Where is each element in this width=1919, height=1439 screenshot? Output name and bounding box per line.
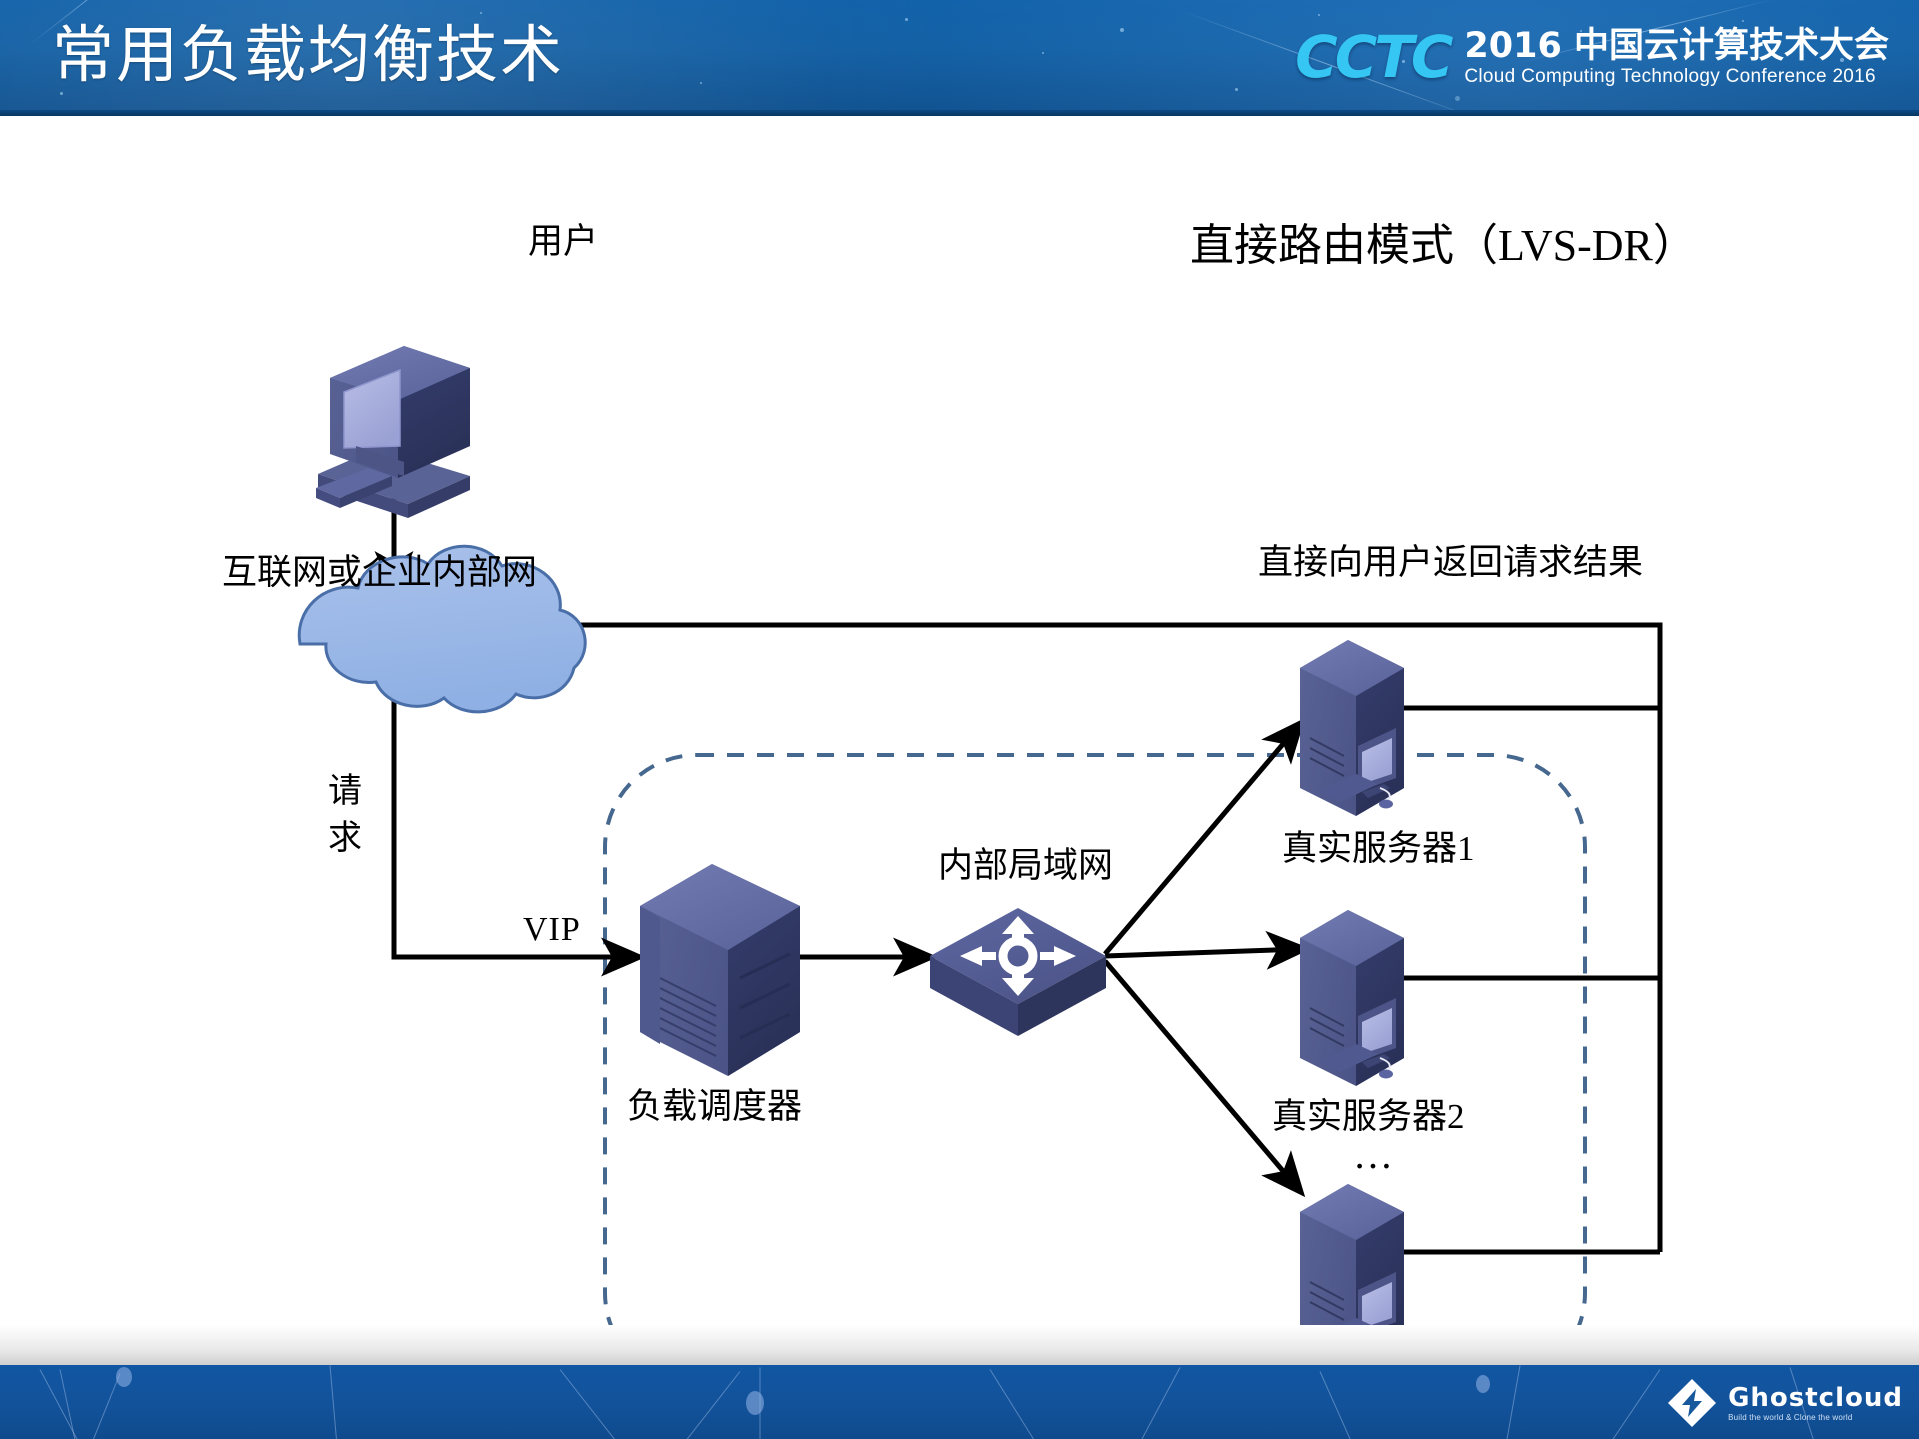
footer-gradient: [0, 1325, 1919, 1365]
header-star: [480, 12, 482, 14]
diagram-canvas: 直接路由模式（LVS-DR） 用户 互联网或企业内部网 直接向用户返回请求结果 …: [0, 116, 1919, 1404]
label-direct-return: 直接向用户返回请求结果: [1258, 543, 1644, 582]
footer-network-line: [1319, 1371, 1386, 1439]
ghostcloud-mark-icon: [1666, 1377, 1718, 1429]
header-star: [1664, 72, 1667, 75]
connector-switch-server2: [1104, 930, 1311, 970]
footer-network-line: [59, 1369, 88, 1439]
label-server-ellipsis: …: [1353, 1132, 1397, 1177]
footer-network-line: [647, 1371, 741, 1439]
footer-network-line: [329, 1365, 341, 1439]
header-star: [1402, 60, 1405, 63]
header-star: [1742, 20, 1744, 22]
cctc-logo-chinese: 2016 中国云计算技术大会: [1464, 26, 1889, 66]
header-star: [1840, 58, 1844, 62]
header-star: [1235, 88, 1238, 91]
footer-network-node: [746, 1391, 764, 1415]
header-star: [905, 18, 908, 21]
network-diagram-svg: [297, 346, 1663, 1325]
user-workstation-icon: [316, 346, 470, 518]
footer-network-line: [1118, 1367, 1181, 1439]
cctc-logo-english: Cloud Computing Technology Conference 20…: [1464, 66, 1876, 87]
footer-network-line: [1575, 1369, 1661, 1439]
connector-switch-server1: [1103, 717, 1306, 956]
cctc-wordmark: CCTC: [1295, 23, 1453, 91]
cctc-logo: CCTC 2016 中国云计算技术大会 Cloud Computing Tech…: [1295, 18, 1889, 96]
slide-header: 常用负载均衡技术 CCTC 2016 中国云计算技术大会 Cloud Compu…: [0, 0, 1919, 116]
page-title: 常用负载均衡技术: [52, 18, 565, 91]
load-balancer-icon: [640, 864, 800, 1076]
connector-request-path: [391, 680, 646, 977]
ghostcloud-brand: Ghostcloud: [1728, 1382, 1903, 1413]
footer-band: [0, 1365, 1919, 1439]
ghostcloud-text: Ghostcloud Build the world & Clone the w…: [1728, 1384, 1903, 1423]
header-underline: [0, 110, 1919, 116]
slide-footer: Ghostcloud Build the world & Clone the w…: [0, 1325, 1919, 1439]
label-real-server-1: 真实服务器1: [1282, 829, 1475, 868]
ghostcloud-tagline: Build the world & Clone the world: [1728, 1412, 1853, 1422]
footer-network-line: [989, 1369, 1065, 1439]
connector-switch-servern: [1103, 959, 1306, 1198]
real-server-2-icon: [1300, 910, 1404, 1086]
label-real-server-2: 真实服务器2: [1272, 1097, 1465, 1136]
cloud-icon: [297, 544, 587, 714]
header-star: [1120, 28, 1124, 32]
header-star: [1455, 96, 1460, 101]
footer-network-line: [559, 1369, 653, 1439]
footer-network-line: [67, 1373, 121, 1439]
header-star: [1042, 52, 1044, 54]
header-star: [700, 82, 702, 84]
label-request-line-1: 请: [328, 773, 362, 810]
label-vip: VIP: [523, 911, 581, 948]
label-cloud-network: 互联网或企业内部网: [222, 553, 538, 592]
connector-return-trunk-to-cloud: [492, 605, 1663, 1252]
header-star: [60, 92, 63, 95]
cctc-logo-text: 2016 中国云计算技术大会 Cloud Computing Technolog…: [1464, 26, 1889, 88]
footer-network-line: [39, 1369, 97, 1439]
header-star: [1580, 30, 1582, 32]
ghostcloud-logo: Ghostcloud Build the world & Clone the w…: [1666, 1377, 1903, 1429]
label-load-balancer: 负载调度器: [627, 1087, 803, 1126]
label-request-line-2: 求: [328, 820, 362, 857]
internal-network-boundary: [603, 753, 1587, 1325]
footer-network-line: [1498, 1365, 1521, 1439]
footer-network-node: [116, 1367, 132, 1387]
header-star: [1318, 14, 1320, 16]
network-switch-icon: [930, 908, 1106, 1036]
real-server-1-icon: [1300, 640, 1404, 816]
label-user: 用户: [528, 222, 599, 261]
label-internal-lan: 内部局域网: [938, 846, 1114, 885]
diagram-mode-title: 直接路由模式（LVS-DR）: [1190, 221, 1697, 270]
real-server-n-icon: [1300, 1184, 1404, 1325]
footer-network-node: [1476, 1375, 1490, 1393]
